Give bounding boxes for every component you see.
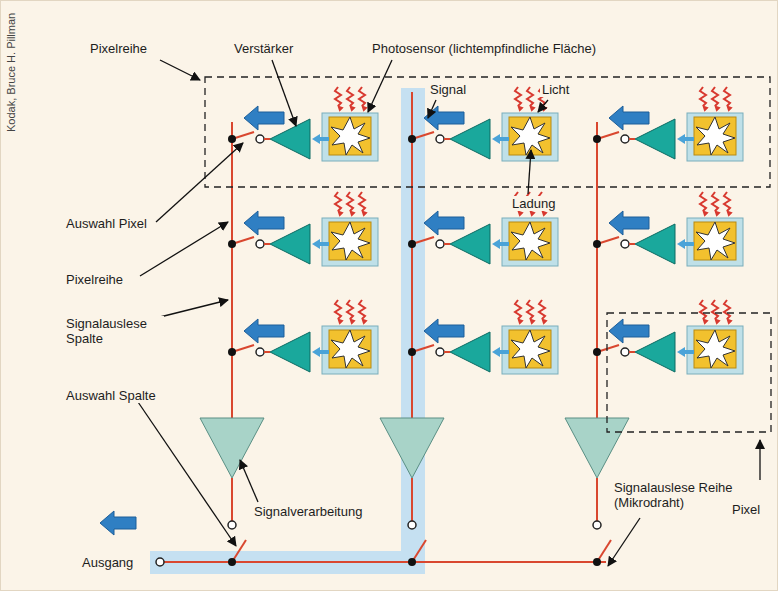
part-label: Signalauslese Spalte (64, 316, 164, 346)
part-label: Licht (540, 82, 571, 97)
part-label: Auswahl Pixel (64, 216, 149, 231)
part-label: Verstärker (232, 41, 295, 56)
part-label: Pixelreihe (88, 41, 149, 56)
credit-watermark: Kodak, Bruce H. Pillman (4, 11, 19, 134)
part-label: Ladung (510, 196, 557, 211)
signal-label: Signal (428, 82, 468, 97)
part-label: Pixelreihe (64, 272, 125, 287)
part-label: Auswahl Spalte (64, 388, 158, 403)
part-label: Pixel (730, 502, 762, 517)
part-label: Photosensor (lichtempfindliche Fläche) (370, 41, 598, 56)
part-label: Ausgang (80, 555, 135, 570)
part-label: Signalverarbeitung (252, 504, 364, 519)
